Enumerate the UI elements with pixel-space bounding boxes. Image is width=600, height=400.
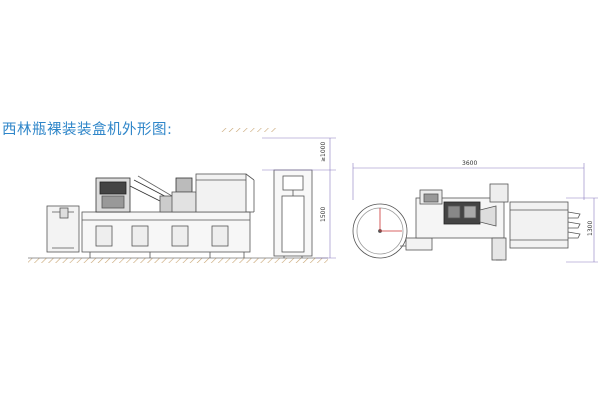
title-hatch-decoration <box>220 128 278 132</box>
front-view <box>28 169 328 263</box>
drawing-title: 西林瓶裸装装盒机外形图: <box>2 122 173 138</box>
height-label: 1500 <box>320 207 327 222</box>
top-dimensions <box>352 163 598 263</box>
clearance-height-label: ≥1000 <box>320 142 327 162</box>
front-dimensions <box>262 137 336 259</box>
outfeed-housing <box>509 201 569 249</box>
length-label: 3600 <box>462 160 477 167</box>
front-floor-hatch <box>28 258 328 263</box>
top-view <box>352 183 581 261</box>
width-label: 1300 <box>587 221 594 236</box>
